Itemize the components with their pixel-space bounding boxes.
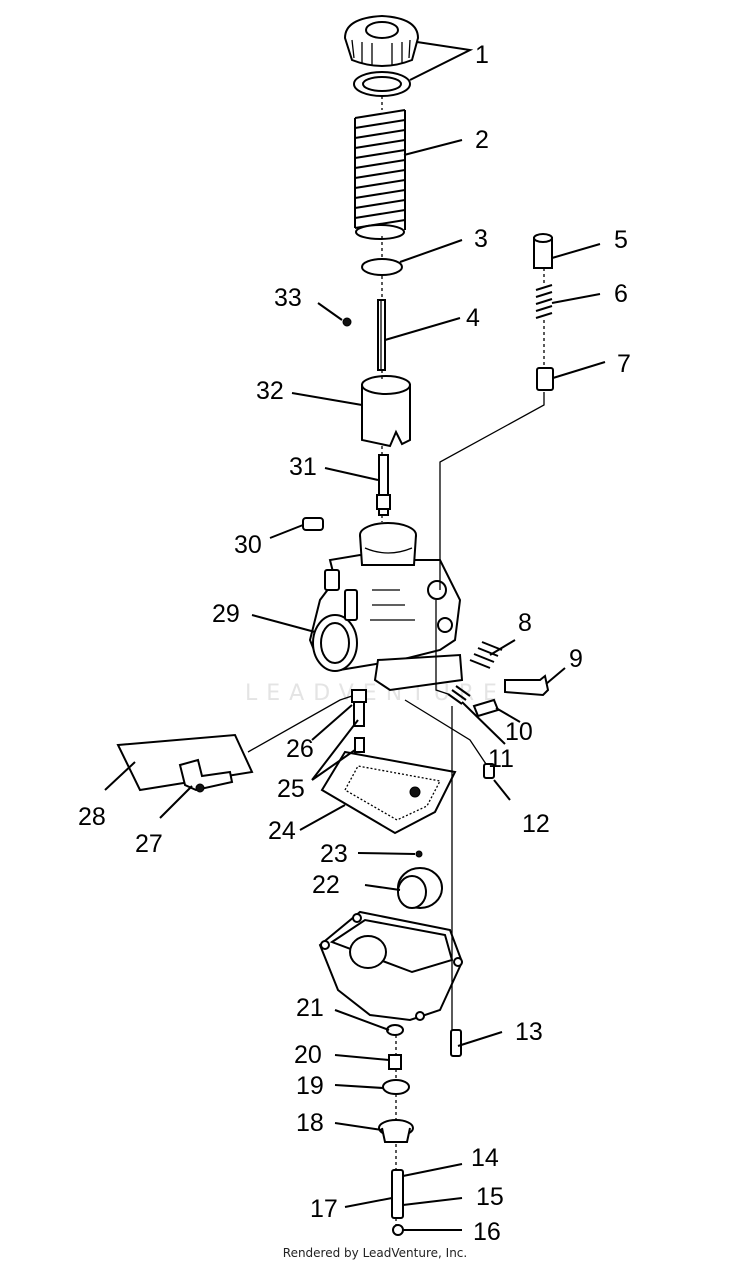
callout-16: 16 [473,1218,501,1246]
part-33-clip [342,317,352,327]
callout-24: 24 [268,817,296,845]
part-16-plug [392,1224,404,1236]
callout-17: 17 [310,1195,338,1223]
part-21-washer [386,1024,404,1036]
callout-2: 2 [475,126,489,154]
callout-20: 20 [294,1041,322,1069]
callout-1: 1 [475,41,489,69]
callout-13: 13 [515,1018,543,1046]
callout-3: 3 [474,225,488,253]
callout-7: 7 [617,350,631,378]
part-2-spring [354,109,406,240]
part-7-holder [536,367,554,391]
callout-26: 26 [286,735,314,763]
part-31-jet [376,454,391,516]
callout-6: 6 [614,280,628,308]
part-9-screw [504,674,550,697]
callout-11: 11 [488,745,514,773]
callout-4: 4 [466,304,480,332]
callout-labels: 1 2 3 4 5 6 7 8 9 10 11 12 13 14 15 16 1… [78,41,631,1246]
part-5-fitting [533,233,553,269]
part-25-jet [354,737,365,753]
callout-33: 33 [274,284,302,312]
part-22-float [397,867,443,909]
callout-8: 8 [518,609,532,637]
callout-18: 18 [296,1109,324,1137]
callout-15: 15 [476,1183,504,1211]
part-30-plug [302,517,324,531]
render-credit: Rendered by LeadVenture, Inc. [282,1246,468,1260]
callout-21: 21 [296,994,324,1022]
callout-32: 32 [256,377,284,405]
part-11-spring [447,685,471,705]
leader-lines [104,41,606,1231]
callout-14: 14 [471,1144,499,1172]
part-19-oring [382,1079,410,1095]
callout-25: 25 [277,775,305,803]
callout-10: 10 [505,718,533,746]
part-3-plate [361,258,403,276]
part-6-spring [535,284,553,319]
callout-29: 29 [212,600,240,628]
part-4-needle [377,299,386,371]
callout-5: 5 [614,226,628,254]
part-12-plug [483,763,495,779]
part-29-body [308,522,464,692]
part-26-jet [351,689,367,727]
callout-27: 27 [135,830,163,858]
part-27-screw [195,783,205,793]
callout-22: 22 [312,871,340,899]
callout-9: 9 [569,645,583,673]
part-18-plug [378,1119,414,1143]
callout-31: 31 [289,453,317,481]
part-14-tube [391,1169,404,1219]
callout-12: 12 [522,810,550,838]
part-28-plate [116,733,254,793]
part-24-gasket [320,750,457,835]
part-8-spring [469,641,503,669]
callout-19: 19 [296,1072,324,1100]
part-13-screw [450,1029,462,1057]
float-bowl [318,910,464,1022]
part-1-cap [343,14,420,97]
parts-illustration [116,14,554,1236]
callout-28: 28 [78,803,106,831]
callout-30: 30 [234,531,262,559]
part-20-jet [388,1054,402,1070]
watermark: LEADVENTURE [245,681,506,706]
callout-23: 23 [320,840,348,868]
part-32-slide [361,375,411,448]
part-23-pin [415,850,423,858]
